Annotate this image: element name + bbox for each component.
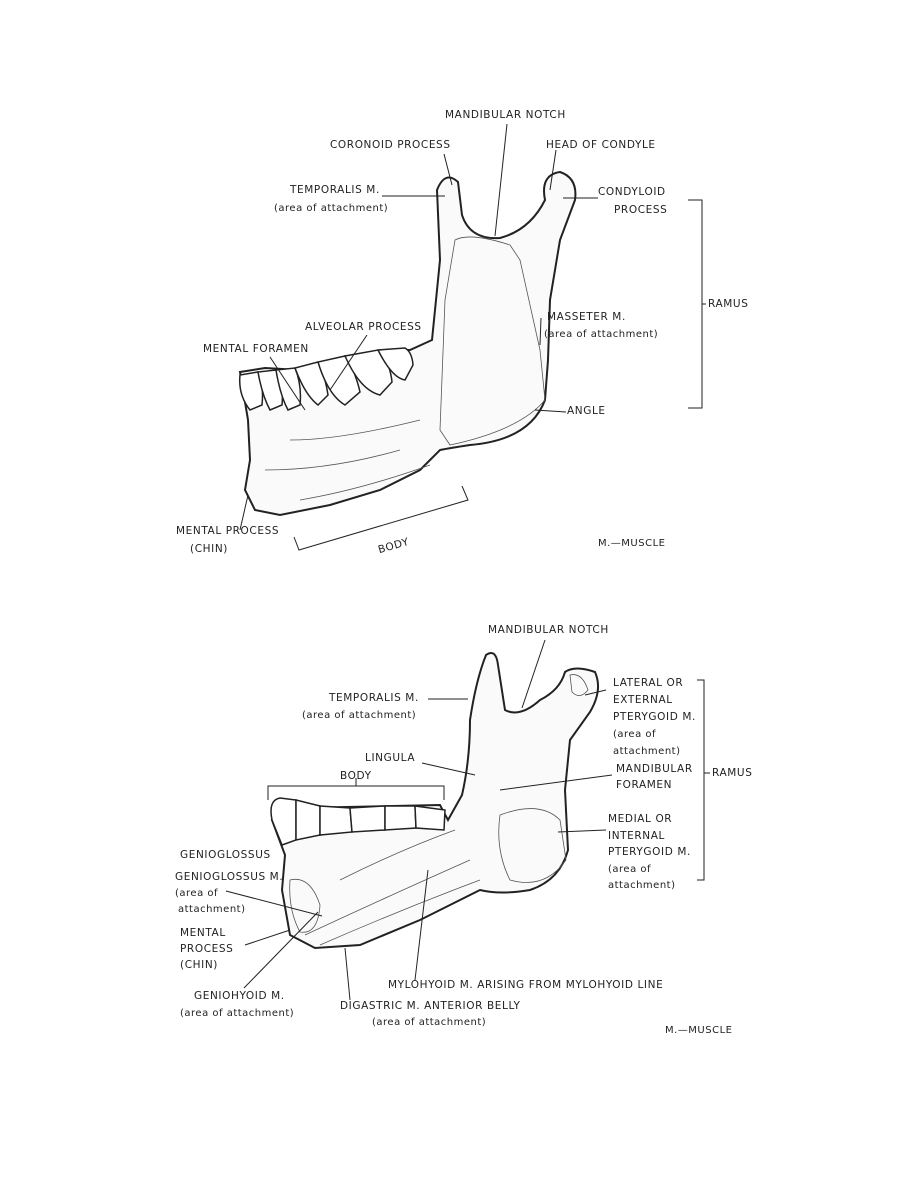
- label2-medial-2: INTERNAL: [608, 830, 665, 842]
- label-temporalis: TEMPORALIS M.: [290, 184, 380, 196]
- label2-lateral-2: EXTERNAL: [613, 694, 673, 706]
- label2-digastric: DIGASTRIC M. ANTERIOR BELLY: [340, 1000, 521, 1012]
- label2-medial-4: (area of: [608, 864, 652, 875]
- label-coronoid-process: CORONOID PROCESS: [330, 139, 451, 151]
- lower-teeth-lateral: [238, 347, 414, 411]
- lower-teeth-medial: [270, 797, 446, 846]
- mandible-lateral-bone: [238, 170, 577, 517]
- label-masseter: MASSETER M.: [547, 311, 626, 323]
- label2-digastric-sub: (area of attachment): [372, 1017, 487, 1028]
- label-condyloid-process: PROCESS: [614, 204, 668, 216]
- label2-body: BODY: [340, 770, 372, 782]
- figure1-legend: M.—MUSCLE: [598, 538, 666, 549]
- label2-mental-3: (CHIN): [180, 959, 218, 971]
- label2-lateral-3: PTERYGOID M.: [613, 711, 696, 723]
- mandible-medial-bone: [270, 652, 600, 950]
- label2-lingula: LINGULA: [365, 752, 416, 764]
- label-chin: (CHIN): [190, 543, 228, 555]
- label2-genioglossus-m-1: GENIOGLOSSUS M.: [175, 871, 284, 883]
- figure1-leader-lines: [239, 123, 706, 551]
- label2-mandibular-notch: MANDIBULAR NOTCH: [488, 624, 609, 636]
- label-temporalis-sub: (area of attachment): [274, 203, 389, 214]
- label2-geniohyoid: GENIOHYOID M.: [194, 990, 285, 1002]
- label2-genioglossus-m-3: attachment): [178, 904, 246, 915]
- label-head-of-condyle: HEAD OF CONDYLE: [546, 139, 656, 151]
- label2-mandibular-foramen-2: FORAMEN: [616, 779, 673, 791]
- label2-mandibular-foramen-1: MANDIBULAR: [616, 763, 693, 775]
- label2-ramus: RAMUS: [712, 767, 753, 779]
- figure2-leader-lines: [225, 639, 710, 1001]
- label2-mental-2: PROCESS: [180, 943, 234, 955]
- label2-temporalis: TEMPORALIS M.: [329, 692, 419, 704]
- label-alveolar-process: ALVEOLAR PROCESS: [305, 321, 422, 333]
- label2-lateral-5: attachment): [613, 746, 681, 757]
- label-mental-foramen: MENTAL FORAMEN: [203, 343, 309, 355]
- label-condyloid: CONDYLOID: [598, 186, 666, 198]
- label-mandibular-notch: MANDIBULAR NOTCH: [445, 109, 566, 121]
- label2-mylohyoid: MYLOHYOID M. ARISING FROM MYLOHYOID LINE: [388, 979, 664, 991]
- label2-medial-3: PTERYGOID M.: [608, 846, 691, 858]
- label-ramus: RAMUS: [708, 298, 749, 310]
- label2-geniohyoid-sub: (area of attachment): [180, 1008, 295, 1019]
- label2-temporalis-sub: (area of attachment): [302, 710, 417, 721]
- figure2-legend: M.—MUSCLE: [665, 1025, 733, 1036]
- label-angle: ANGLE: [567, 405, 606, 417]
- label-mental-process: MENTAL PROCESS: [176, 525, 280, 537]
- label2-lateral-1: LATERAL OR: [613, 677, 684, 689]
- label2-medial-5: attachment): [608, 880, 676, 891]
- label2-genioglossus: GENIOGLOSSUS: [180, 849, 271, 861]
- label-masseter-sub: (area of attachment): [544, 329, 659, 340]
- label2-lateral-4: (area of: [613, 729, 657, 740]
- label2-genioglossus-m-2: (area of: [175, 888, 219, 899]
- label2-medial-1: MEDIAL OR: [608, 813, 673, 825]
- label2-mental-1: MENTAL: [180, 927, 226, 939]
